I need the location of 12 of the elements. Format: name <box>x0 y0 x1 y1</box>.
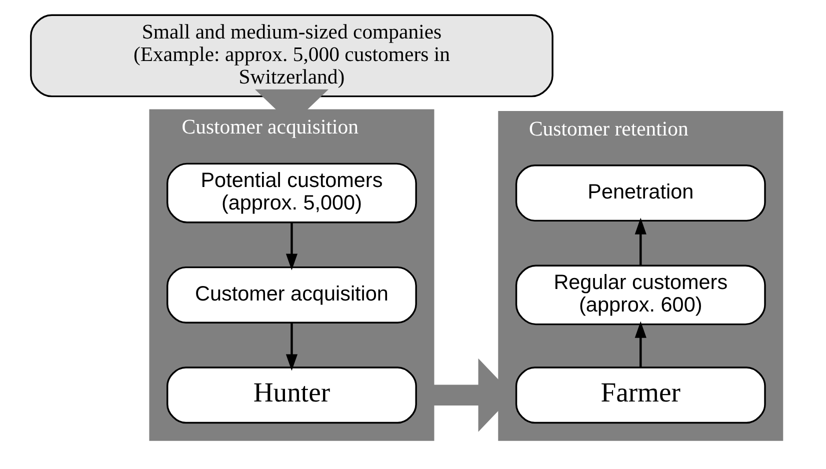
node-box: Small and medium-sized companies (Example: approx. 5,000 customers in Switzerland) <box>30 14 553 98</box>
node-box: Potential customers (approx. 5,000) <box>166 162 416 224</box>
node-box: Hunter <box>166 366 416 424</box>
node-box: Customer acquisition <box>166 266 416 324</box>
arrow <box>285 322 298 371</box>
node-box: Regular customers (approx. 600) <box>514 264 766 326</box>
arrow <box>634 321 646 368</box>
node-box: Farmer <box>514 366 766 424</box>
arrow <box>254 89 328 124</box>
arrow <box>285 222 298 270</box>
node-box: Penetration <box>514 164 766 222</box>
arrow <box>634 218 646 266</box>
